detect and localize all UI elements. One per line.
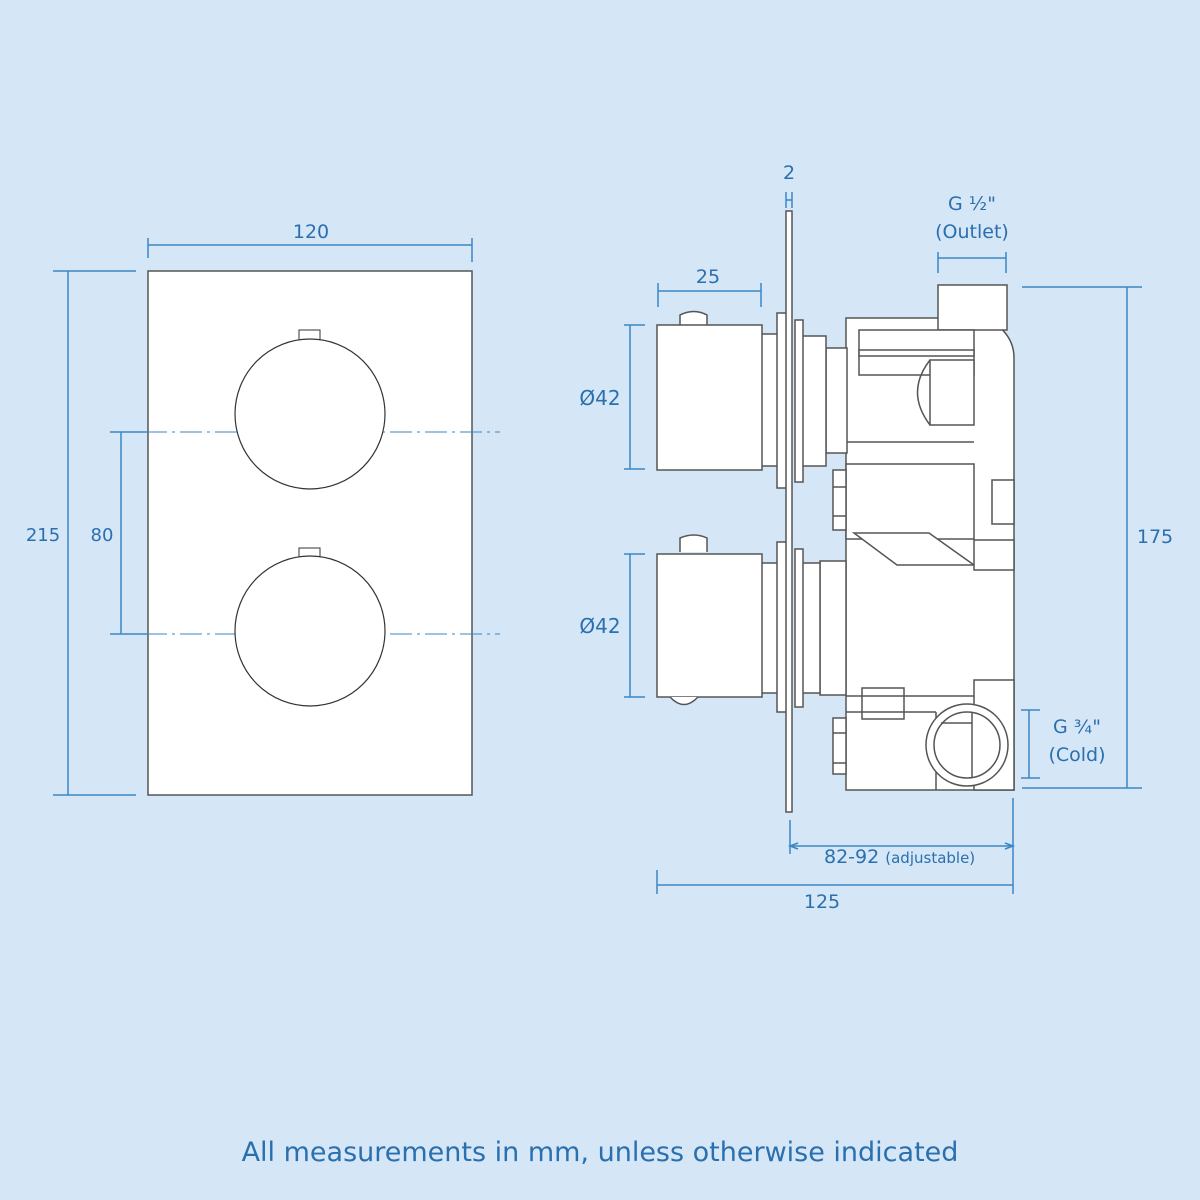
lower-handle <box>656 534 763 706</box>
lower-knob <box>234 547 386 707</box>
cold-size-label: G ¾" <box>1053 716 1101 738</box>
side-dimensions <box>624 192 1142 894</box>
front-width-label: 120 <box>292 221 330 243</box>
outlet-port <box>937 284 1008 331</box>
front-view <box>53 238 500 796</box>
adjustable-depth-label: 82-92 (adjustable) <box>824 848 975 867</box>
handle-depth-label: 25 <box>695 266 721 288</box>
total-depth-label: 125 <box>803 891 841 913</box>
front-height-label: 215 <box>25 525 61 546</box>
side-view <box>656 210 1015 813</box>
upper-diameter-label: Ø42 <box>579 386 621 410</box>
cold-name-label: (Cold) <box>1048 744 1106 766</box>
adjustable-note: (adjustable) <box>885 849 976 867</box>
wall-plate <box>785 210 793 813</box>
upper-handle <box>656 310 763 471</box>
centres-label: 80 <box>90 525 114 546</box>
outlet-size-label: G ½" <box>948 193 996 215</box>
plate-thickness-label: 2 <box>782 162 796 184</box>
outlet-name-label: (Outlet) <box>935 221 1009 243</box>
front-dimensions <box>53 238 473 796</box>
footer-note: All measurements in mm, unless otherwise… <box>241 1137 959 1168</box>
body-height-label: 175 <box>1136 526 1174 548</box>
upper-knob <box>234 329 386 490</box>
lower-diameter-label: Ø42 <box>579 614 621 638</box>
adjustable-value: 82-92 <box>824 846 880 868</box>
